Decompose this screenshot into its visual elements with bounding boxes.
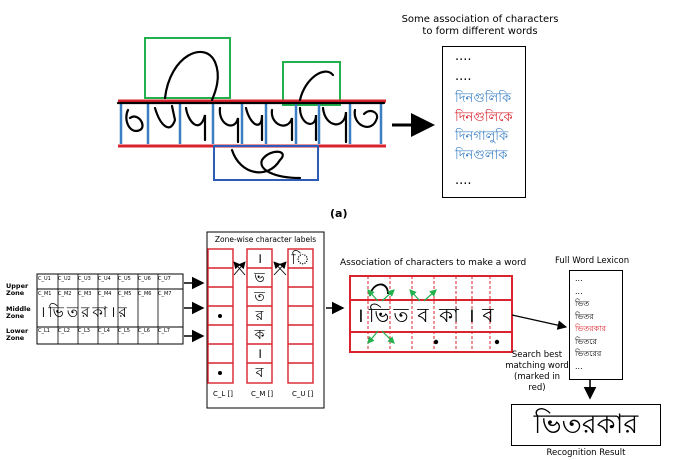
middle-char: ত bbox=[254, 289, 265, 305]
word-association-caption: Some association of characters to form d… bbox=[401, 14, 559, 37]
zone-grid bbox=[36, 273, 184, 345]
zone-arrays bbox=[207, 248, 314, 384]
word-list-document: .... .... দিনগুলিকি দিনগুলিকে দিনগালুকি … bbox=[442, 46, 526, 198]
middle-char: । bbox=[256, 251, 263, 267]
cell-label: C_M5 bbox=[118, 291, 132, 297]
cell-label: C_U4 bbox=[98, 276, 111, 282]
association-char: ভি bbox=[368, 303, 390, 327]
upper-zone-label: Upper Zone bbox=[6, 282, 29, 297]
zone-wise-box bbox=[206, 231, 325, 409]
cell-label: C_M6 bbox=[138, 291, 152, 297]
association-char: ত bbox=[393, 303, 409, 327]
word-item-2: দিনগুলিকে bbox=[455, 110, 513, 125]
cell-label: C_U2 bbox=[58, 276, 71, 282]
search-best-text: Search best matching word (marked in red… bbox=[505, 350, 569, 394]
recognition-result-box: ভিতরকার bbox=[511, 404, 661, 446]
array-label-lower: C_L [] bbox=[213, 390, 233, 398]
association-title: Association of characters to make a word bbox=[340, 258, 527, 268]
cell-label: C_L4 bbox=[98, 328, 110, 334]
cell-label: C_U6 bbox=[138, 276, 151, 282]
middle-char: ক bbox=[254, 327, 265, 343]
association-chars: । ভি ত ব কা । ব bbox=[352, 299, 512, 331]
array-label-middle: C_M [] bbox=[251, 390, 274, 398]
cell-label: C_L6 bbox=[138, 328, 150, 334]
cell-label: C_L1 bbox=[38, 328, 50, 334]
middle-cell-labels: C_M1 C_M2 C_M3 C_M4 C_M5 C_M6 C_M7 bbox=[38, 291, 184, 297]
lexicon-title: Full Word Lexicon bbox=[555, 256, 630, 266]
cell-label: C_L7 bbox=[158, 328, 170, 334]
middle-char: । bbox=[256, 346, 263, 362]
subfigure-label-a: (a) bbox=[330, 207, 348, 220]
cell-label: C_L5 bbox=[118, 328, 130, 334]
lexicon-item: ভিতরের bbox=[575, 349, 602, 358]
lexicon-item: ভিত bbox=[575, 299, 590, 308]
middle-char: ভ bbox=[254, 270, 265, 286]
array-link-arrows bbox=[233, 261, 287, 276]
search-line: matching word bbox=[505, 361, 569, 371]
cell-label: C_M3 bbox=[78, 291, 92, 297]
lexicon-item: ... bbox=[575, 361, 583, 371]
lexicon-list: ... ... ভিত ভিতর ভিতরকার ভিতরে ভিতরের ..… bbox=[575, 273, 606, 373]
lexicon-item: ... bbox=[575, 286, 583, 296]
cell-label: C_M2 bbox=[58, 291, 72, 297]
lexicon-item: ... bbox=[575, 274, 583, 283]
cell-label: C_U7 bbox=[158, 276, 171, 282]
cell-label: C_M7 bbox=[158, 291, 172, 297]
lexicon-item-match: ভিতরকার bbox=[575, 324, 606, 333]
association-char: ব bbox=[482, 303, 494, 327]
association-char: কা bbox=[439, 303, 459, 327]
middle-zone-chars: । ভ ত র ক । ব bbox=[247, 250, 272, 383]
cell-label: C_U5 bbox=[118, 276, 131, 282]
word-item-4: দিনগুলাক bbox=[455, 148, 508, 163]
grid-to-zone-arrows bbox=[184, 276, 205, 343]
cell-label: C_L2 bbox=[58, 328, 70, 334]
cell-label: C_M4 bbox=[98, 291, 112, 297]
search-line: (marked in red) bbox=[514, 372, 560, 393]
arrow-to-lexicon bbox=[511, 314, 568, 330]
lexicon-item: ভিতরে bbox=[575, 336, 597, 346]
upper-zone-char: ি bbox=[291, 250, 310, 268]
cell-label: C_L3 bbox=[78, 328, 90, 334]
upper-cell-labels: C_U1 C_U2 C_U3 C_U4 C_U5 C_U6 C_U7 bbox=[38, 276, 184, 282]
middle-char: ব bbox=[255, 365, 264, 381]
green-association-arrows bbox=[367, 289, 437, 344]
association-char: ব bbox=[417, 303, 429, 327]
dots-3: .... bbox=[455, 173, 472, 188]
array-label-upper: C_U [] bbox=[292, 390, 314, 398]
recognition-result-label: Recognition Result bbox=[546, 448, 626, 458]
association-char: । bbox=[467, 303, 475, 327]
search-line: Search best bbox=[511, 350, 563, 360]
cell-label: C_U3 bbox=[78, 276, 91, 282]
cell-label: C_M1 bbox=[38, 291, 52, 297]
lexicon-item: ভিতর bbox=[575, 311, 594, 321]
dots-2: .... bbox=[455, 69, 472, 84]
dots-1: .... bbox=[455, 49, 472, 64]
middle-zone-word: ।ভিতরকা।র bbox=[40, 303, 130, 321]
lower-zone-label: Lower Zone bbox=[6, 327, 29, 342]
zone-wise-title: Zone-wise character labels bbox=[214, 235, 317, 244]
lower-cell-labels: C_L1 C_L2 C_L3 C_L4 C_L5 C_L6 C_L7 bbox=[38, 328, 184, 334]
word-item-3: দিনগালুকি bbox=[455, 129, 509, 144]
handwritten-word-a bbox=[116, 37, 386, 181]
lexicon-document: ... ... ভিত ভিতর ভিতরকার ভিতরে ভিতরের ..… bbox=[569, 270, 623, 380]
association-char: । bbox=[356, 303, 364, 327]
middle-zone-label: Middle Zone bbox=[6, 305, 31, 320]
middle-char: র bbox=[255, 308, 264, 324]
word-item-1: দিনগুলিকি bbox=[455, 91, 512, 106]
cell-label: C_U1 bbox=[38, 276, 51, 282]
